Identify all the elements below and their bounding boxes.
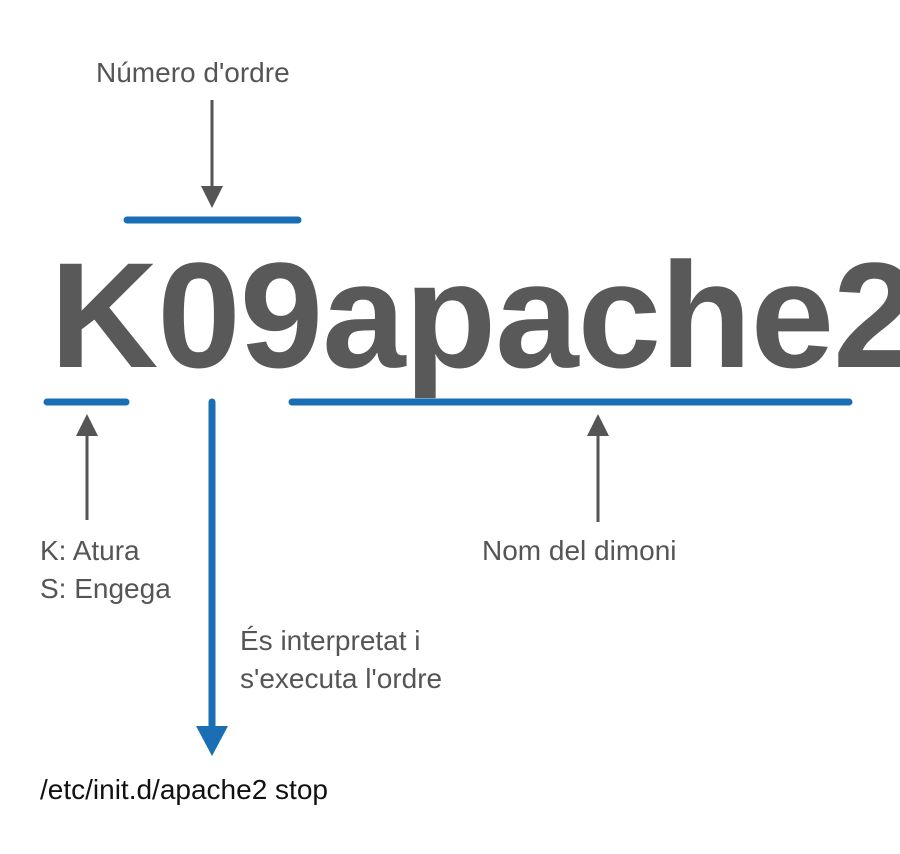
order-number-arrow [201, 100, 223, 208]
script-filename: K09apache2 [50, 231, 900, 399]
order-number-label: Número d'ordre [96, 57, 290, 88]
daemon-name-arrow [587, 414, 609, 522]
action-letter-arrow [76, 414, 98, 520]
execution-arrow [196, 398, 228, 756]
interpreted-label-line2: s'executa l'ordre [240, 663, 443, 694]
action-label-start: S: Engega [40, 573, 171, 604]
daemon-name-label: Nom del dimoni [482, 535, 677, 566]
action-label-stop: K: Atura [40, 535, 140, 566]
interpreted-label-line1: És interpretat i [240, 625, 421, 656]
command-text: /etc/init.d/apache2 stop [40, 774, 328, 805]
